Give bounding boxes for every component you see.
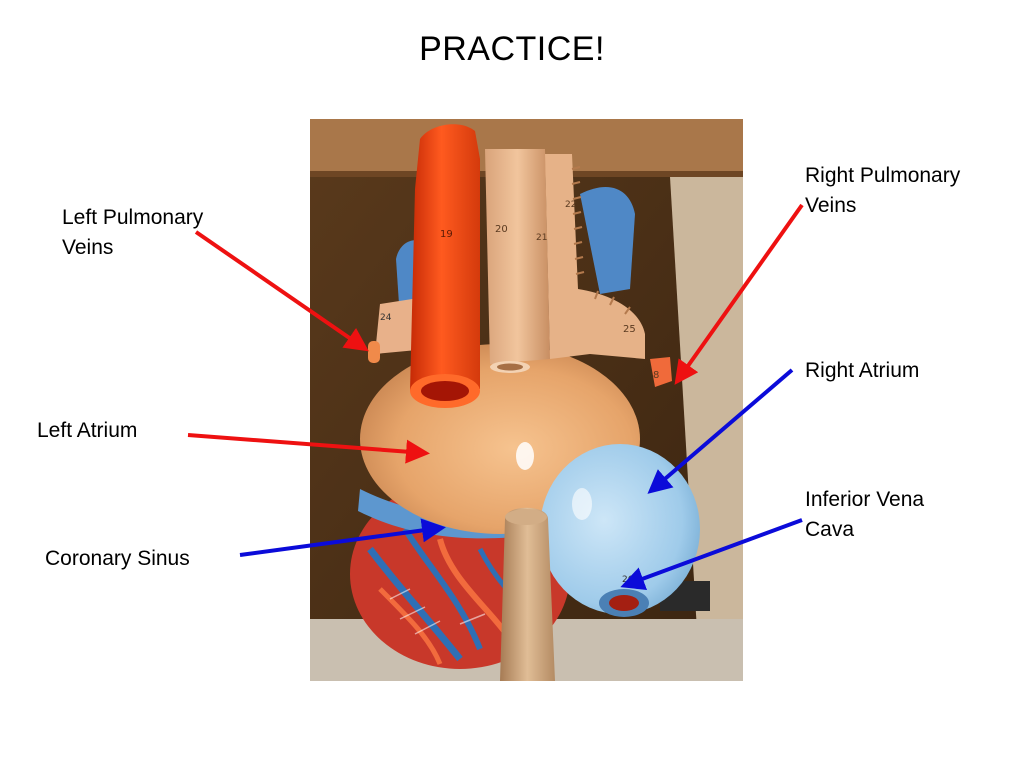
model-number-20: 20 (495, 224, 508, 235)
model-number-24: 24 (380, 313, 392, 323)
label-inferior-vena-cava-line1: Inferior Vena (805, 488, 925, 511)
label-coronary-sinus-text: Coronary Sinus (45, 547, 190, 570)
arrow-coronary-sinus (239, 518, 446, 557)
label-right-pulmonary-veins: Right Pulmonary Veins (805, 161, 960, 221)
label-coronary-sinus: Coronary Sinus (45, 544, 190, 574)
slide-title: PRACTICE! (419, 30, 605, 68)
label-right-atrium: Right Atrium (805, 356, 919, 386)
heart-model-photo: 26 24 19 (310, 119, 743, 681)
model-number-8: 8 (653, 370, 659, 381)
arrow-right-atrium (647, 368, 794, 494)
model-number-19: 19 (440, 229, 453, 240)
model-number-25: 25 (623, 324, 636, 335)
label-right-atrium-text: Right Atrium (805, 359, 920, 382)
label-inferior-vena-cava: Inferior Vena Cava (805, 485, 924, 545)
label-right-pulmonary-veins-line2: Veins (805, 194, 857, 217)
label-left-pulmonary-veins-line2: Veins (62, 236, 114, 259)
model-number-21: 21 (536, 233, 547, 243)
label-inferior-vena-cava-line2: Cava (805, 518, 855, 541)
label-right-pulmonary-veins-line1: Right Pulmonary (805, 164, 961, 187)
model-number-22: 22 (565, 200, 576, 210)
label-left-atrium: Left Atrium (37, 416, 137, 446)
label-left-pulmonary-veins-line1: Left Pulmonary (62, 206, 204, 229)
arrow-inferior-vena-cava (620, 518, 803, 591)
arrow-right-pulmonary-veins (674, 203, 804, 385)
label-left-atrium-text: Left Atrium (37, 419, 138, 442)
arrow-left-pulmonary-veins (194, 230, 369, 352)
label-left-pulmonary-veins: Left Pulmonary Veins (62, 203, 203, 263)
heart-model-illustration: 26 24 19 (310, 119, 743, 681)
arrow-left-atrium (187, 433, 430, 464)
